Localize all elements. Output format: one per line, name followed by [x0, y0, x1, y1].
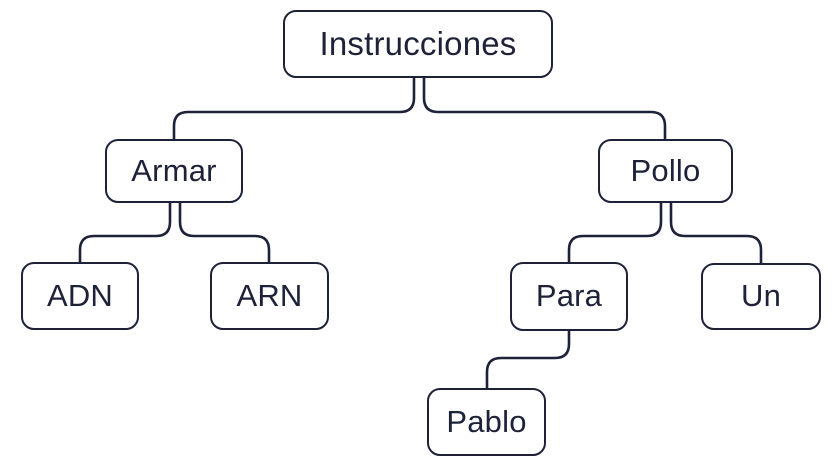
edge-para-pablo [485, 329, 571, 390]
edge-instrucciones-pollo [422, 76, 667, 141]
node-adn[interactable]: ADN [21, 262, 139, 330]
node-label-instrucciones: Instrucciones [319, 24, 517, 62]
node-label-un: Un [740, 278, 782, 313]
node-un[interactable]: Un [701, 263, 821, 330]
node-pollo[interactable]: Pollo [598, 139, 733, 203]
node-label-adn: ADN [46, 277, 114, 313]
edge-armar-arn [178, 201, 271, 264]
node-instrucciones[interactable]: Instrucciones [283, 10, 553, 78]
edge-pollo-un [669, 201, 763, 265]
edge-armar-adn [78, 201, 172, 264]
edge-pollo-para [567, 201, 663, 264]
node-armar[interactable]: Armar [105, 139, 243, 203]
node-label-arn: ARN [236, 277, 303, 313]
node-label-armar: Armar [131, 152, 217, 188]
edge-instrucciones-armar [172, 76, 416, 141]
node-label-para: Para [535, 278, 603, 313]
node-para[interactable]: Para [510, 262, 628, 331]
node-pablo[interactable]: Pablo [427, 388, 546, 456]
node-arn[interactable]: ARN [210, 262, 329, 330]
node-label-pablo: Pablo [446, 403, 527, 439]
node-label-pollo: Pollo [630, 152, 701, 188]
